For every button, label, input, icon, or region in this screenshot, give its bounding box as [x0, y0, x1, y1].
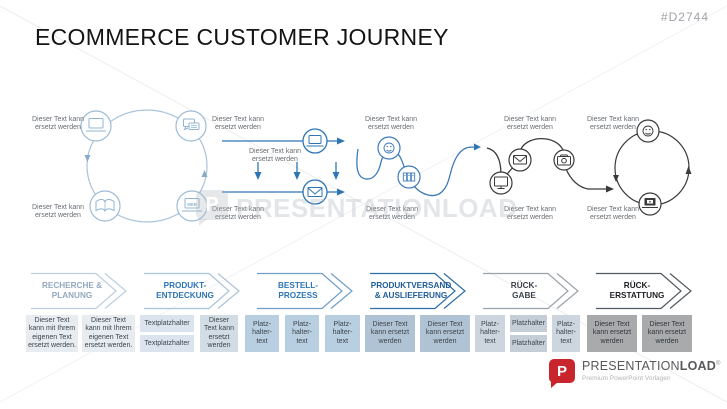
cycle-arrow-up-icon [685, 166, 692, 174]
placeholder-label[interactable]: Dieser Text kann ersetzt werden [211, 206, 264, 222]
logo-tagline: Premium PowerPoint Vorlagen [582, 375, 671, 382]
arrow-right-icon [337, 188, 345, 196]
placeholder-box[interactable]: Dieser Text kann mit Ihrem eigenen Text … [26, 315, 78, 352]
mail-icon [307, 187, 323, 197]
placeholder-box[interactable]: Dieser Text kann ersetzt werden [642, 315, 692, 352]
chevron-tail-icon [104, 273, 127, 309]
placeholder-label[interactable]: Dieser Text kann ersetzt werden [586, 116, 639, 132]
stage-chevron-produktentdeckung: PRODUKT-ENTDECKUNG [143, 272, 248, 310]
smiley-icon [383, 142, 395, 154]
placeholder-box[interactable]: Textplatzhalter [140, 335, 194, 352]
placeholder-box-stack: Textplatzhalter Textplatzhalter [140, 315, 194, 352]
stage-chevron-rueckerstattung: RÜCK-ERSTATTUNG [595, 272, 700, 310]
chevron-tail-icon [556, 273, 579, 309]
stage-label: RECHERCHE &PLANUNG [41, 280, 103, 300]
placeholder-box[interactable]: Platz-halter-text [325, 315, 360, 352]
arrow-down-icon [254, 172, 262, 180]
chevron-tail-icon [330, 273, 353, 309]
cycle-arrow-down-icon [84, 155, 91, 162]
smiley-icon [642, 125, 654, 137]
channel-arrows [222, 128, 345, 205]
chat-bubbles-icon [183, 118, 200, 131]
stage-label: PRODUKTVERSAND& AUSLIEFERUNG [370, 280, 452, 300]
arrow-down-icon [293, 172, 301, 180]
arrow-right-icon [337, 137, 345, 145]
placeholder-box[interactable]: Dieser Text kann mit Ihrem eigenen Text … [82, 315, 135, 352]
placeholder-label[interactable]: Dieser Text kann ersetzt werden [586, 206, 639, 222]
placeholder-box[interactable]: Platzhalter [510, 315, 547, 332]
cycle-arrow-down-icon [613, 175, 619, 182]
chevron-outline [31, 272, 117, 310]
web-browser-icon: WEB [182, 198, 202, 212]
consideration-path [356, 136, 481, 197]
cycle-arrow-up-icon [201, 170, 208, 177]
down-arrows [257, 162, 337, 173]
placeholder-label[interactable]: Dieser Text kann ersetzt werden [211, 116, 264, 132]
placeholder-box[interactable]: Platz-halter-text [475, 315, 505, 352]
placeholder-label[interactable]: Dieser Text kann ersetzt werden [503, 206, 556, 222]
chevron-outline [596, 272, 682, 310]
placeholder-label[interactable]: Dieser Text kann ersetzt werden [364, 116, 417, 132]
placeholder-box[interactable]: Dieser Text kann ersetzt werden [200, 315, 238, 352]
placeholder-box[interactable]: Dieser Text kann ersetzt werden [365, 315, 415, 352]
laptop-payment-icon [642, 198, 658, 208]
stage-label: BESTELL-PROZESS [277, 280, 319, 300]
placeholder-box[interactable]: Dieser Text kann ersetzt werden [587, 315, 637, 352]
stage-label: RÜCK-GABE [510, 280, 538, 300]
placeholder-box[interactable]: Platzhalter [510, 335, 547, 352]
open-book-icon [95, 198, 115, 213]
arrow-right-icon [474, 143, 481, 151]
placeholder-box[interactable]: Textplatzhalter [140, 315, 194, 332]
chevron-outline [483, 272, 569, 310]
camera-icon [557, 154, 571, 166]
placeholder-label[interactable]: Dieser Text kann ersetzt werden [248, 148, 301, 164]
chevron-tail-icon [669, 273, 692, 309]
page-title: ECOMMERCE CUSTOMER JOURNEY [35, 24, 449, 50]
stage-chevron-bestellprozess: BESTELL-PROZESS [256, 272, 361, 310]
stage-label: PRODUKT-ENTDECKUNG [156, 280, 214, 300]
arrow-down-icon [332, 172, 340, 180]
chevron-outline [257, 272, 343, 310]
awareness-cycle: WEB [80, 109, 208, 223]
placeholder-label[interactable]: Dieser Text kann ersetzt werden [365, 206, 418, 222]
chevron-tail-icon [217, 273, 240, 309]
arrow-right-icon [606, 185, 614, 193]
stage-label: RÜCK-ERSTATTUNG [609, 280, 665, 300]
placeholder-box[interactable]: Platz-halter-text [245, 315, 279, 352]
placeholder-label[interactable]: Dieser Text kann ersetzt werden [31, 116, 84, 132]
journey-diagram: WEB [80, 109, 692, 223]
registered-mark: ® [716, 360, 721, 367]
placeholder-box[interactable]: Platz-halter-text [285, 315, 319, 352]
chevron-tail-icon [443, 273, 466, 309]
stores-icon [402, 172, 416, 182]
mail-icon [513, 155, 527, 165]
stage-chevron-rueckgabe: RÜCK-GABE [482, 272, 587, 310]
svg-text:WEB: WEB [187, 202, 197, 207]
placeholder-box-stack: Platzhalter Platzhalter [510, 315, 547, 352]
stage-chevron-produktversand: PRODUKTVERSAND& AUSLIEFERUNG [369, 272, 474, 310]
stage-chevron-recherche: RECHERCHE &PLANUNG [30, 272, 135, 310]
chevron-outline [144, 272, 230, 310]
laptop-icon [306, 135, 324, 147]
chevron-outline [370, 272, 456, 310]
laptop-icon [86, 118, 106, 132]
placeholder-label[interactable]: Dieser Text kann ersetzt werden [31, 204, 84, 220]
purchase-path-nodes [489, 119, 662, 216]
monitor-icon [494, 176, 508, 189]
placeholder-box[interactable]: Platz-halter-text [552, 315, 580, 352]
logo-wordmark: PRESENTATIONLOAD® [582, 359, 721, 373]
logo-p-icon: P [549, 359, 575, 388]
placeholder-label[interactable]: Dieser Text kann ersetzt werden [503, 116, 556, 132]
presentationload-logo: P PRESENTATIONLOAD® Premium PowerPoint V… [549, 359, 721, 388]
placeholder-box[interactable]: Dieser Text kann ersetzt werden [420, 315, 470, 352]
template-code: #D2744 [660, 10, 709, 24]
